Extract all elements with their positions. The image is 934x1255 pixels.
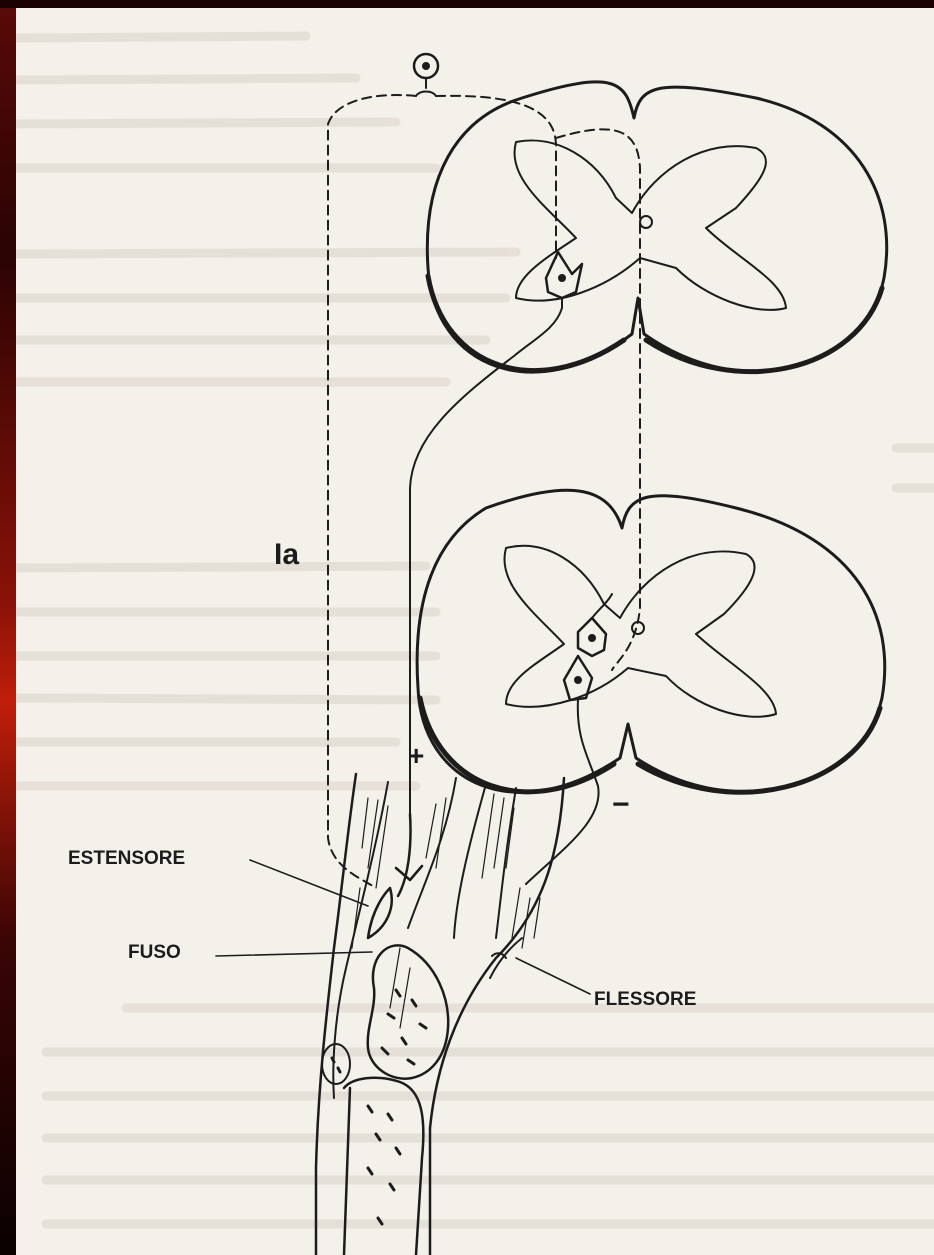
spinal-cord-upper <box>427 82 886 372</box>
motor-endplate-extensor <box>396 814 422 896</box>
background-top-edge <box>0 0 934 8</box>
spinal-cord-upper-outline <box>427 82 886 372</box>
motor-neuron-lower <box>526 656 599 884</box>
inhibitory-sign: − <box>612 788 630 822</box>
reflex-arc-diagram <box>16 8 934 1255</box>
dorsal-root-ganglion-icon <box>414 54 438 96</box>
bone-marrow-speckle <box>368 990 426 1224</box>
estensore-leader <box>250 860 368 906</box>
spinal-cord-lower-ventral-rim <box>420 698 880 792</box>
ia-afferent-fiber <box>328 95 640 888</box>
bleed-through-text <box>16 36 934 1224</box>
spinal-cord-upper-ventral-rim <box>428 276 882 372</box>
flexor-label: FLESSORE <box>594 989 696 1011</box>
label-leaders <box>216 860 590 994</box>
spinal-cord-lower <box>417 490 885 792</box>
interneuron-lower <box>578 594 612 656</box>
central-canal-upper <box>640 216 652 228</box>
ia-fiber-label: Ia <box>274 538 299 572</box>
diagram-page: Ia + − ESTENSORE FUSO FLESSORE <box>16 8 934 1255</box>
spindle-label: FUSO <box>128 942 181 964</box>
excitatory-sign: + <box>408 740 424 772</box>
spinal-cord-lower-outline <box>417 490 885 792</box>
muscle-spindle-icon <box>368 888 392 938</box>
flessore-leader <box>516 958 590 994</box>
background-edge <box>0 0 16 1255</box>
extensor-label: ESTENSORE <box>68 848 185 870</box>
